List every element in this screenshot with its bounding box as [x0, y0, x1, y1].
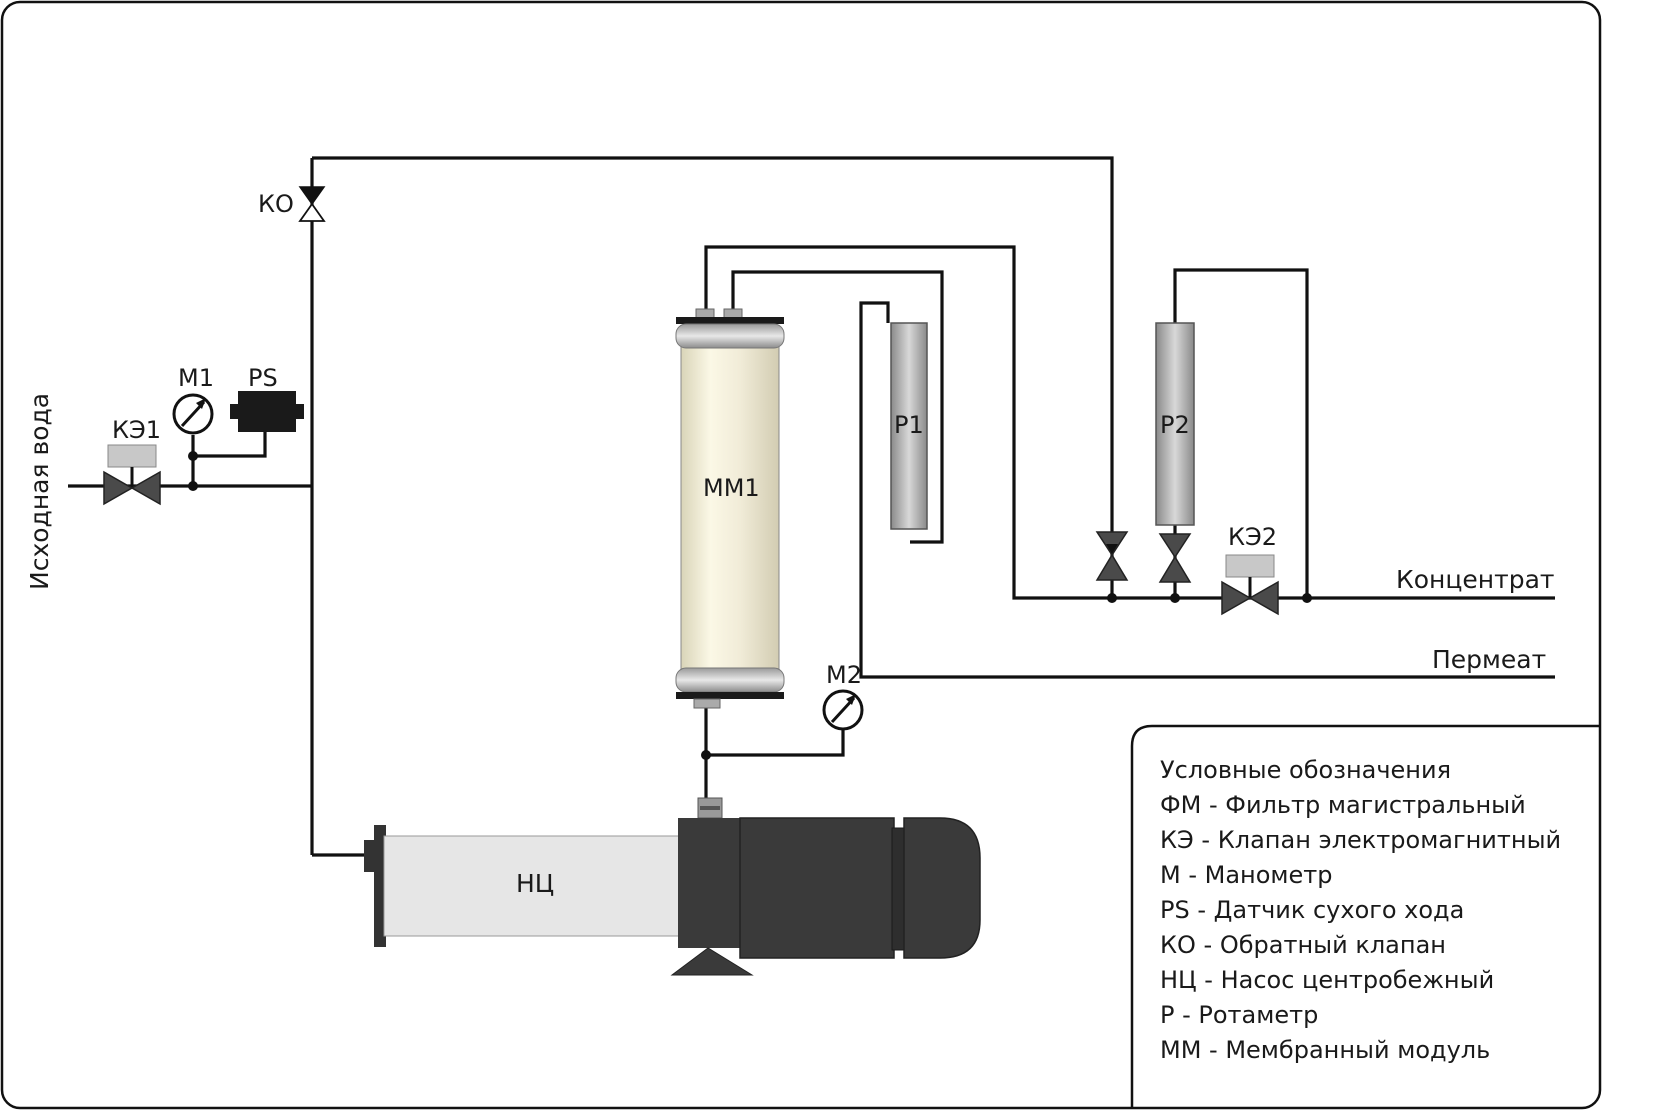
check-valve-ko-icon [298, 186, 326, 222]
concentrate-label: Концентрат [1396, 565, 1554, 594]
source-water-label: Исходная вода [25, 393, 54, 590]
centrifugal-pump [364, 797, 981, 976]
pump-label: НЦ [516, 869, 554, 898]
legend-title: Условные обозначения [1160, 756, 1451, 784]
legend-item: Р - Ротаметр [1160, 1001, 1318, 1029]
legend: Условные обозначения ФМ - Фильтр магистр… [1130, 724, 1600, 1108]
pressure-gauge-m2-icon [822, 689, 864, 731]
legend-item: КО - Обратный клапан [1160, 931, 1446, 959]
legend-item: М - Манометр [1160, 861, 1333, 889]
solenoid-valve-ke1 [103, 444, 161, 506]
outer-frame [0, 0, 1602, 1110]
rotameter-p2 [1155, 322, 1195, 526]
ke2-label: КЭ2 [1228, 523, 1277, 551]
legend-item: PS - Датчик сухого хода [1160, 896, 1464, 924]
ke1-label: КЭ1 [112, 416, 161, 444]
legend-item: ММ - Мембранный модуль [1160, 1036, 1490, 1064]
legend-item: НЦ - Насос центробежный [1160, 966, 1494, 994]
solenoid-valve-ke2 [1221, 554, 1279, 616]
rotameter-p1 [890, 322, 928, 530]
m1-label: М1 [178, 364, 214, 392]
permeate-label: Пермеат [1432, 645, 1546, 674]
junction-dots [188, 451, 1312, 760]
manual-valve-2-icon [1158, 533, 1192, 583]
pressure-gauge-m1-icon [172, 393, 214, 435]
mm1-label: ММ1 [703, 474, 760, 502]
legend-item: ФМ - Фильтр магистральный [1160, 791, 1526, 819]
dry-run-sensor-ps-icon [230, 391, 304, 432]
p1-label: Р1 [894, 411, 924, 439]
m2-label: М2 [826, 661, 862, 689]
legend-item: КЭ - Клапан электромагнитный [1160, 826, 1561, 854]
ps-label: PS [248, 364, 278, 392]
membrane-module-mm1 [675, 308, 785, 709]
manual-valve-1-icon [1095, 531, 1129, 581]
p2-label: Р2 [1160, 411, 1190, 439]
pipes [68, 156, 1555, 857]
ko-label: КО [258, 190, 294, 218]
